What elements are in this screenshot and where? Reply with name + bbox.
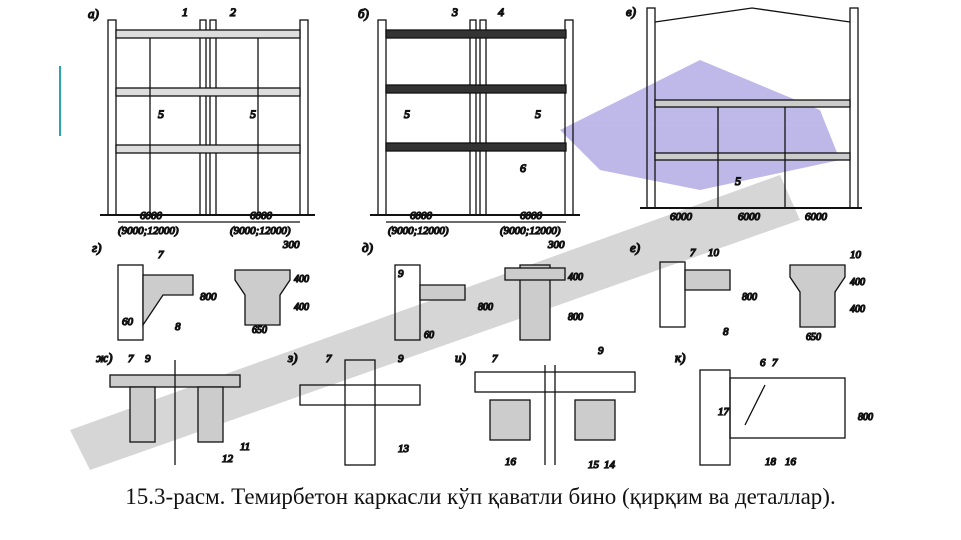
detail-d: д) 9 800 60 300 400 800: [361, 238, 583, 341]
callout: 9: [145, 353, 151, 365]
dimension: 60: [122, 316, 134, 328]
callout: 7: [128, 353, 134, 365]
callout: 7: [492, 353, 498, 365]
dimension: 400: [850, 304, 865, 315]
detail-zh: ж) 7 9 11 12: [95, 349, 250, 465]
callout: 11: [240, 441, 250, 453]
building-frame-figure: а) 1 2 5 5 6000 (9000;12000) 6000 (9000;…: [70, 3, 874, 472]
callout: 7: [690, 247, 696, 259]
callout: 5: [250, 107, 256, 121]
callout: 9: [398, 353, 404, 365]
panel-label: е): [630, 240, 640, 255]
callout: 18: [765, 456, 777, 468]
callout: 5: [535, 107, 541, 121]
dimension: (9000;12000): [500, 225, 561, 237]
dimension: 300: [282, 239, 300, 251]
dimension: 6000: [250, 210, 273, 222]
callout: 12: [222, 453, 234, 465]
detail-z: з) 7 9 13: [286, 349, 421, 466]
callout: 8: [723, 326, 729, 338]
dimension: 800: [858, 412, 873, 423]
callout: 7: [158, 249, 164, 261]
callout: 9: [598, 345, 604, 357]
callout: 5: [158, 107, 164, 121]
accent-line: [59, 66, 61, 136]
dimension: 6000: [140, 210, 163, 222]
dimension: 400: [294, 302, 309, 313]
dimension: (9000;12000): [388, 225, 449, 237]
callout: 1: [182, 5, 188, 19]
dimension: 800: [200, 291, 217, 303]
dimension: 6000: [805, 211, 828, 223]
callout: 4: [498, 5, 504, 19]
callout: 9: [398, 268, 404, 280]
dimension: 6000: [670, 211, 693, 223]
callout: 16: [785, 456, 797, 468]
detail-g: г) 7 8 800 60 300 400 400 650: [91, 238, 310, 341]
dimension: 800: [742, 292, 757, 303]
panel-label: и): [455, 350, 466, 365]
callout: 10: [850, 249, 862, 261]
callout: 6: [520, 161, 526, 175]
dimension: 400: [850, 277, 865, 288]
panel-label: к): [675, 350, 685, 365]
detail-k: к) 6 7 17 18 16 800: [674, 349, 873, 468]
callout: 7: [772, 357, 778, 369]
dimension: 400: [294, 274, 309, 285]
dimension: (9000;12000): [118, 225, 179, 237]
callout: 3: [451, 5, 458, 19]
panel-label: г): [92, 240, 101, 255]
callout: 17: [718, 406, 730, 418]
dimension: 6000: [520, 210, 543, 222]
panel-label: в): [626, 4, 636, 19]
callout: 13: [398, 443, 410, 455]
callout: 6: [760, 357, 766, 369]
frame-b: б) 3 4 5 5 6 6000 (9000;12000) 6000 (900…: [357, 4, 580, 238]
dimension: 6000: [410, 210, 433, 222]
detail-e: е) 7 10 10 8 800 400 400 650: [629, 239, 865, 343]
panel-label: д): [362, 240, 373, 255]
callout: 16: [505, 456, 517, 468]
dimension: 650: [806, 332, 821, 343]
panel-label: з): [287, 350, 297, 365]
detail-i: и) 7 9 16 15 14: [454, 344, 636, 472]
dimension: 800: [568, 312, 583, 323]
dimension: 400: [568, 272, 583, 283]
callout: 5: [735, 174, 741, 188]
dimension: 60: [424, 330, 434, 341]
frame-a: а) 1 2 5 5 6000 (9000;12000) 6000 (9000;…: [87, 4, 315, 238]
callout: 8: [175, 321, 181, 333]
dimension: 6000: [738, 211, 761, 223]
figure-caption: 15.3-расм. Темирбетон каркасли кўп қават…: [125, 484, 836, 509]
dimension: (9000;12000): [230, 225, 291, 237]
callout: 2: [230, 5, 236, 19]
callout: 10: [708, 247, 720, 259]
dimension: 650: [252, 325, 267, 336]
dimension: 800: [478, 302, 493, 313]
dimension: 300: [547, 239, 565, 251]
panel-label: ж): [96, 350, 112, 365]
panel-label: а): [88, 6, 99, 21]
callout: 5: [404, 107, 410, 121]
callout: 15: [588, 459, 600, 471]
callout: 14: [604, 459, 616, 471]
callout: 7: [326, 353, 332, 365]
frame-v: в) 5 6000 6000 6000: [625, 3, 862, 224]
panel-label: б): [358, 6, 369, 21]
